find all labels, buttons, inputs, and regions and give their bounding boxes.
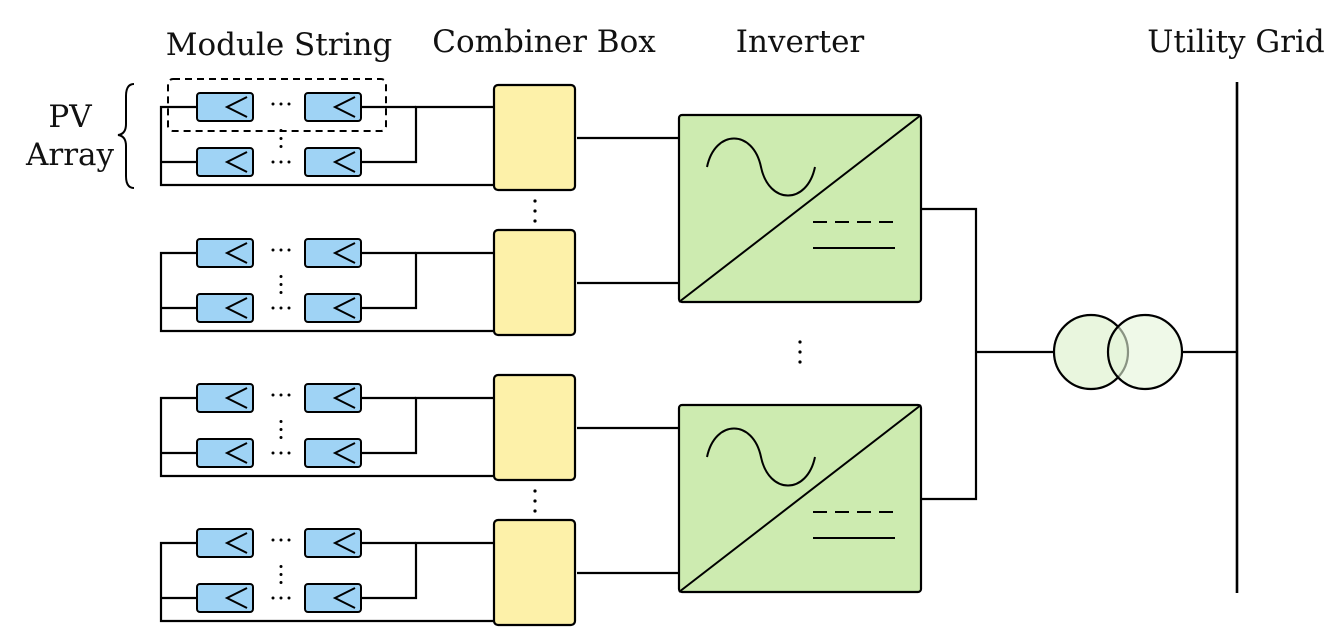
combiner-box-icon — [492, 228, 577, 337]
inverter-diagonal — [678, 114, 922, 303]
pv-module-icon — [196, 438, 254, 468]
combiner-box-icon — [492, 83, 577, 192]
pv-module-icon — [196, 238, 254, 268]
utility-grid-header: Utility Grid — [1147, 24, 1325, 60]
module-ellipsis — [271, 306, 291, 310]
string-ellipsis — [279, 129, 283, 148]
return-wire — [159, 105, 493, 187]
pv-module-icon — [304, 92, 362, 122]
module-ellipsis — [271, 538, 291, 542]
combiner-ellipsis-top — [533, 199, 537, 223]
combiner-ellipsis-bottom — [533, 489, 537, 513]
pv-module-icon — [304, 293, 362, 323]
inverter-diagonal — [678, 404, 922, 593]
pv-array-label-line2: Array — [25, 137, 115, 173]
pv-module-icon — [196, 92, 254, 122]
string-ellipsis — [279, 565, 283, 584]
string-group — [159, 92, 493, 187]
module-ellipsis — [271, 393, 291, 397]
module-ellipsis — [271, 451, 291, 455]
module-ellipsis — [271, 160, 291, 164]
ac-wave-icon — [706, 427, 816, 487]
inverters — [577, 113, 923, 594]
inverter-header: Inverter — [736, 24, 865, 60]
string-wire — [361, 396, 493, 455]
pv-module-icon — [196, 147, 254, 177]
module-ellipsis — [271, 248, 291, 252]
module-ellipsis — [271, 596, 291, 600]
string-ellipsis — [279, 420, 283, 439]
string-wire — [361, 541, 493, 600]
pv-module-icon — [196, 383, 254, 413]
pv-module-icon — [196, 583, 254, 613]
return-wire — [159, 251, 493, 333]
string-group — [159, 528, 493, 623]
combiner-boxes — [492, 83, 577, 627]
combiner-box-icon — [492, 373, 577, 482]
string-ellipsis — [279, 275, 283, 294]
string-groups — [159, 92, 493, 623]
string-wire — [361, 251, 493, 310]
module-string-header: Module String — [166, 27, 393, 63]
pv-module-icon — [304, 383, 362, 413]
ac-wave-icon — [706, 137, 816, 197]
combiner-box-header: Combiner Box — [432, 24, 656, 60]
pv-array-label-line1: PV — [48, 99, 92, 135]
pv-module-icon — [304, 438, 362, 468]
transformer-icon — [1052, 313, 1184, 391]
inverter-dc-ac-icon — [677, 113, 923, 304]
pv-module-icon — [304, 238, 362, 268]
combiner-box-icon — [492, 518, 577, 627]
return-wire — [159, 396, 493, 478]
inverter-dc-ac-icon — [677, 403, 923, 594]
module-ellipsis — [271, 102, 291, 106]
string-group — [159, 383, 493, 478]
pv-module-icon — [196, 293, 254, 323]
pv-module-icon — [304, 147, 362, 177]
pv-module-icon — [196, 528, 254, 558]
inverter-ellipsis — [798, 340, 802, 364]
return-wire — [159, 541, 493, 623]
string-group — [159, 238, 493, 333]
string-wire — [361, 105, 493, 164]
pv-module-icon — [304, 528, 362, 558]
pv-array-brace — [117, 83, 135, 189]
inverter-output-bus — [922, 207, 1053, 501]
pv-module-icon — [304, 583, 362, 613]
